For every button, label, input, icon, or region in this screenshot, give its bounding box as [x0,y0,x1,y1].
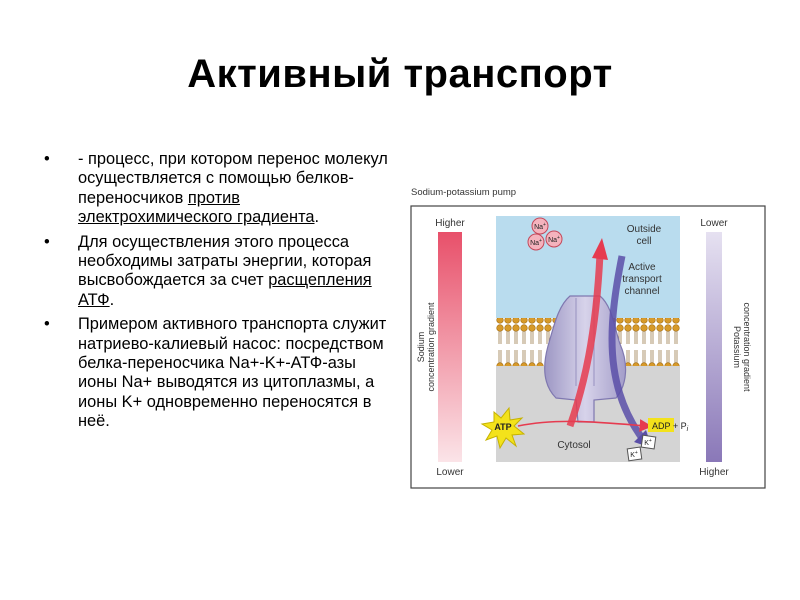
bullet-text: - процесс, при котором перенос молекул о… [78,150,388,207]
sodium-axis-label-1: Sodium [416,332,426,363]
potassium-arrow [608,255,645,441]
bullet-underlined-text: против электрохимического градиента [78,188,315,227]
slide-title: Активный транспорт [187,52,613,96]
bullet-text-end: . [314,208,320,227]
na-ion-1: Na+ [531,217,549,235]
bullet-underlined-text: расщепления АТФ [78,271,372,309]
bullet-dot: • [44,315,50,334]
bullet-text: Примером активного транспорта служит нат… [78,315,387,431]
k-ion-1: K+ [626,446,643,462]
adp-badge [648,418,674,432]
potassium-axis-label-1: Potassium [732,326,742,368]
svg-text:K+: K+ [644,438,652,447]
sodium-axis-label-2: concentration gradient [426,302,436,392]
na-ion-2: Na+ [527,233,545,251]
potassium-gradient-bar [706,232,722,462]
sodium-potassium-pump-figure: Higher Lower Sodium concentration gradie… [408,186,768,492]
atp-label: ATP [494,422,511,432]
sodium-top-label: Higher [435,218,465,229]
channel-label-3: channel [624,286,659,297]
outside-label-1: Outside [627,224,662,235]
svg-text:Na+: Na+ [548,235,560,244]
sodium-arrowhead [592,238,608,260]
svg-text:Na+: Na+ [530,238,542,247]
sodium-bottom-label: Lower [436,467,464,478]
sodium-gradient-bar [438,232,462,462]
sodium-arrow [566,253,604,428]
cytosol-label: Cytosol [557,440,590,451]
bullet-item-energy: • Для осуществления этого процесса необх… [44,233,394,311]
outside-label-2: cell [636,236,651,247]
bullet-item-example: • Примером активного транспорта служит н… [44,315,394,431]
bullet-dot: • [44,150,50,168]
atp-burst-icon [480,406,526,450]
svg-text:K+: K+ [630,450,638,459]
bullet-list: • - процесс, при котором перенос молекул… [44,150,394,437]
k-ion-2: K+ [640,434,657,450]
bullet-item-definition: • - процесс, при котором перенос молекул… [44,150,394,228]
potassium-bottom-label: Higher [699,467,729,478]
bullet-text: Для осуществления этого процесса необход… [78,232,372,290]
potassium-axis-label-2: concentration gradient [742,302,752,392]
channel-label-2: transport [622,274,662,285]
adp-label: ADP + Pi [652,421,689,433]
bullet-dot: • [44,232,50,251]
channel-label-1: Active [628,262,656,273]
svg-text:Na+: Na+ [534,222,546,231]
potassium-top-label: Lower [700,218,728,229]
figure-caption: Sodium-potassium pump [411,187,517,198]
na-ion-3: Na+ [545,230,563,248]
atp-hydrolysis-arrow [517,419,653,432]
bullet-text-end: . [109,290,115,309]
